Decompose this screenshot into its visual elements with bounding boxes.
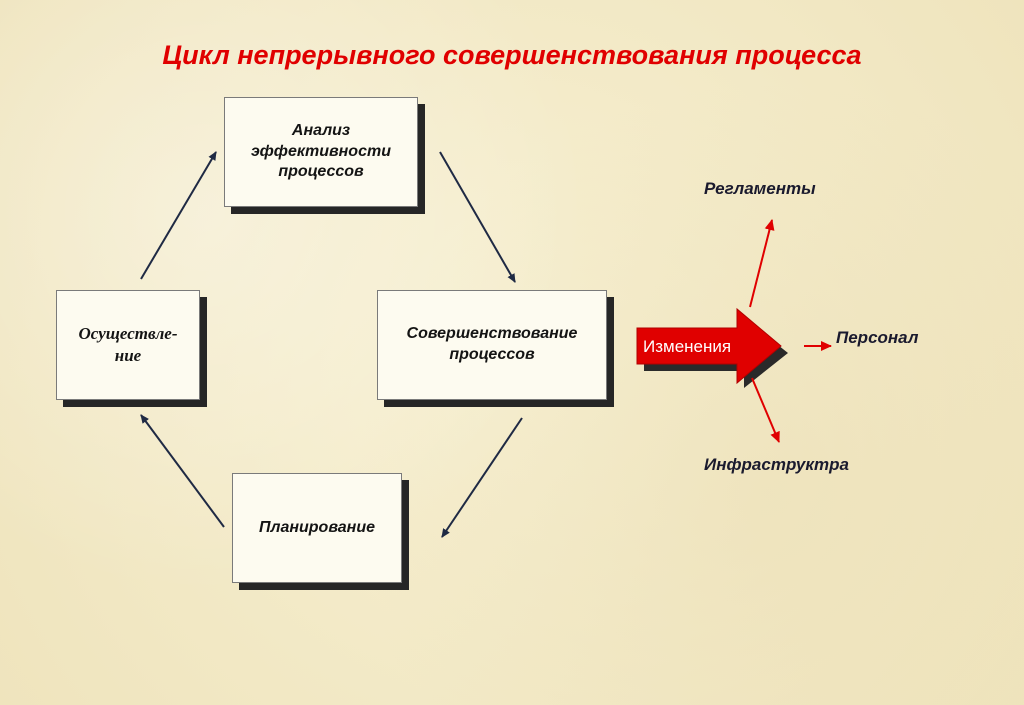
arrow-to-regulations bbox=[749, 219, 775, 308]
outcome-infrastructure: Инфраструктра bbox=[704, 455, 849, 474]
box-analysis-label: Анализ эффективности процессов bbox=[251, 121, 391, 181]
diagram-title: Цикл непрерывного совершенствования проц… bbox=[162, 40, 862, 70]
box-improvement: Совершенствование процессов bbox=[377, 290, 607, 400]
arrow-analysis-to-improvement bbox=[439, 151, 516, 283]
arrow-implementation-to-analysis bbox=[140, 151, 217, 280]
outcome-personnel: Персонал bbox=[836, 328, 918, 348]
changes-label: Изменения bbox=[643, 337, 732, 356]
changes-arrow bbox=[636, 307, 782, 385]
arrow-to-infrastructure bbox=[751, 377, 780, 443]
arrow-planning-to-implementation bbox=[140, 414, 225, 528]
box-implementation-label: Осуществле- ние bbox=[78, 323, 178, 365]
arrow-improvement-to-planning bbox=[441, 417, 523, 538]
box-improvement-label: Совершенствование процессов bbox=[406, 325, 578, 363]
box-planning: Планирование bbox=[232, 473, 402, 583]
outcome-personnel-label: Персонал bbox=[836, 328, 919, 347]
box-implementation: Осуществле- ние bbox=[56, 290, 200, 400]
box-analysis: Анализ эффективности процессов bbox=[224, 97, 418, 207]
outcome-regulations: Регламенты bbox=[704, 179, 816, 198]
box-planning-label: Планирование bbox=[258, 518, 376, 536]
